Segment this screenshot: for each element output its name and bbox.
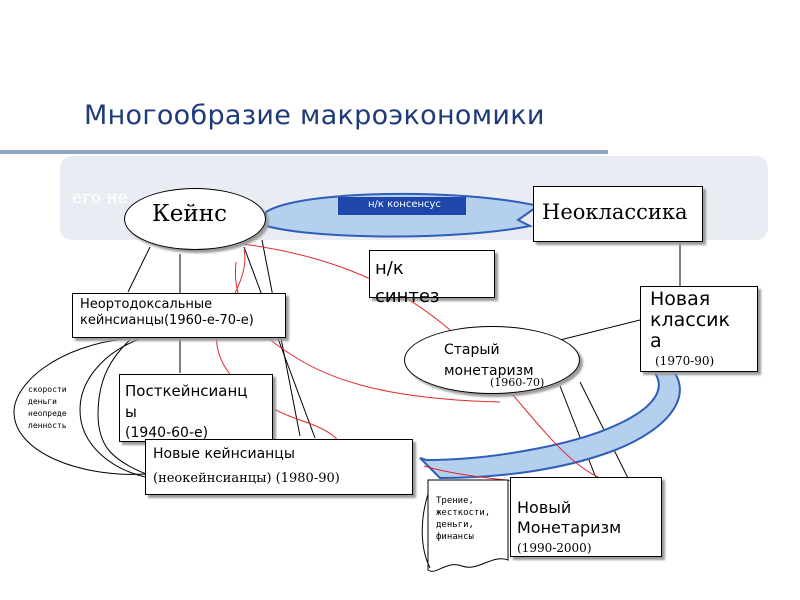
node-new-classic-years: (1970-90) — [655, 354, 715, 368]
friction-scroll — [427, 479, 509, 572]
node-neoclassic-label: Неоклассика — [542, 200, 688, 224]
node-new-classic — [640, 286, 758, 372]
title-rule — [0, 150, 608, 154]
post-keynesian-c-inner-arc — [79, 335, 151, 479]
node-old-monetarism-line1: Старый — [444, 342, 500, 358]
node-nk-synthesis-line1: н/к — [375, 258, 404, 279]
line-keynes-newkeynes — [243, 246, 316, 439]
node-keynes — [124, 188, 266, 250]
node-post-keynesians-years: (1940-60-е) — [125, 425, 209, 441]
curved-synthesis-arrow — [419, 358, 681, 480]
node-keynes-label: Кейнс — [152, 201, 227, 227]
node-new-classic-line3: а — [650, 330, 662, 352]
node-new-keynesians-line2: (неокейнсианцы) (1980-90) — [153, 471, 340, 486]
node-unorthodox-line1: Неортодоксальные — [80, 297, 213, 312]
banner-faded-text: его не — [72, 188, 128, 208]
node-nk-synthesis — [369, 250, 495, 298]
node-unorthodox-line2: кейнсианцы(1960-е-70-е) — [80, 313, 254, 328]
node-old-monetarism-line2: монетаризм — [444, 363, 534, 379]
consensus-label-box — [338, 197, 466, 215]
node-neoclassic — [533, 186, 703, 242]
velocity-note-line2: деньги — [28, 397, 57, 406]
node-new-monetarism — [510, 477, 662, 557]
velocity-note-line4: ленность — [28, 421, 67, 430]
line-keynes-unorthodox — [127, 246, 151, 293]
line-keynes-friction — [261, 239, 301, 437]
friction-scroll-curl — [421, 493, 431, 569]
node-new-classic-line1: Новая — [650, 288, 711, 310]
node-post-keynesians-line1: Посткейнсианц — [125, 382, 248, 400]
node-unorthodox-keynesians — [72, 293, 286, 338]
consensus-arrow — [265, 192, 541, 238]
node-new-keynesians-line1: Новые кейнсианцы — [153, 446, 295, 462]
node-nk-synthesis-line2: синтез — [375, 286, 440, 307]
node-new-monetarism-line1: Новый — [517, 498, 572, 517]
node-new-classic-line2: классик — [650, 309, 730, 331]
velocity-note-line3: неопреде — [28, 409, 67, 418]
slide-title: Многообразие макроэкономики — [84, 100, 545, 131]
velocity-note-line1: скорости — [28, 385, 67, 394]
consensus-label: н/к консенсус — [368, 199, 441, 210]
friction-line4: финансы — [436, 532, 474, 542]
node-old-monetarism-years: (1960-70) — [490, 376, 545, 389]
line-oldmon-newmon-2 — [559, 385, 597, 479]
node-new-monetarism-years: (1990-2000) — [517, 541, 592, 555]
friction-line1: Трение, — [436, 496, 474, 506]
node-old-monetarism — [404, 326, 580, 394]
node-new-keynesians — [145, 439, 413, 495]
friction-line3: деньги, — [436, 520, 474, 530]
node-post-keynesians — [119, 374, 273, 442]
friction-line2: жесткости, — [436, 508, 491, 518]
node-new-monetarism-line2: Монетаризм — [517, 518, 622, 537]
node-post-keynesians-line2: ы — [125, 403, 137, 421]
